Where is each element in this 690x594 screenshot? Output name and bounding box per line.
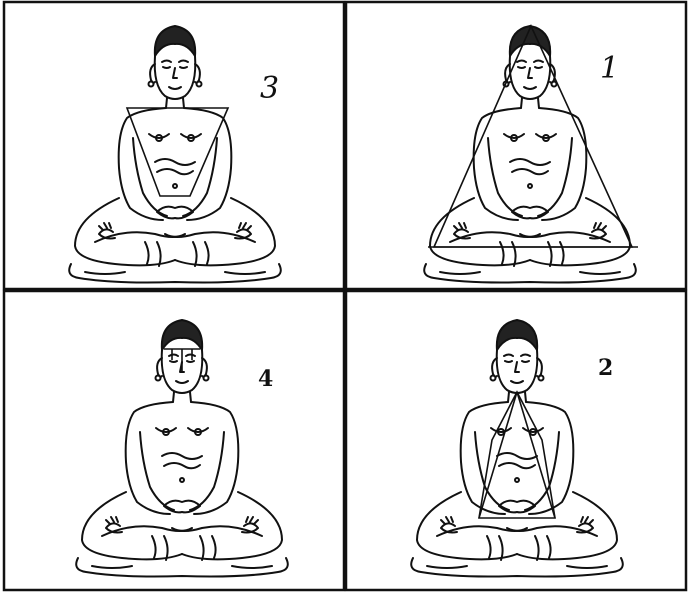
diamond-cross-right [517,392,555,518]
panel-bottom-right: 2 [411,320,623,577]
panel-top-right: 1 [424,26,638,283]
panel-number-4: 4 [258,366,273,392]
panel-number-2: 2 [598,355,613,381]
panel-number-3: 3 [260,71,279,106]
panel-bottom-left: 4 [76,320,288,577]
diamond-cross-left [479,392,517,518]
panel-top-left: 3 [69,26,281,283]
panel-number-1: 1 [600,51,619,86]
seated-figure-3 [69,26,281,283]
seated-figure-2 [411,320,623,577]
panel-frame-top-left [4,2,344,289]
trapezoid-overlay [127,108,228,196]
